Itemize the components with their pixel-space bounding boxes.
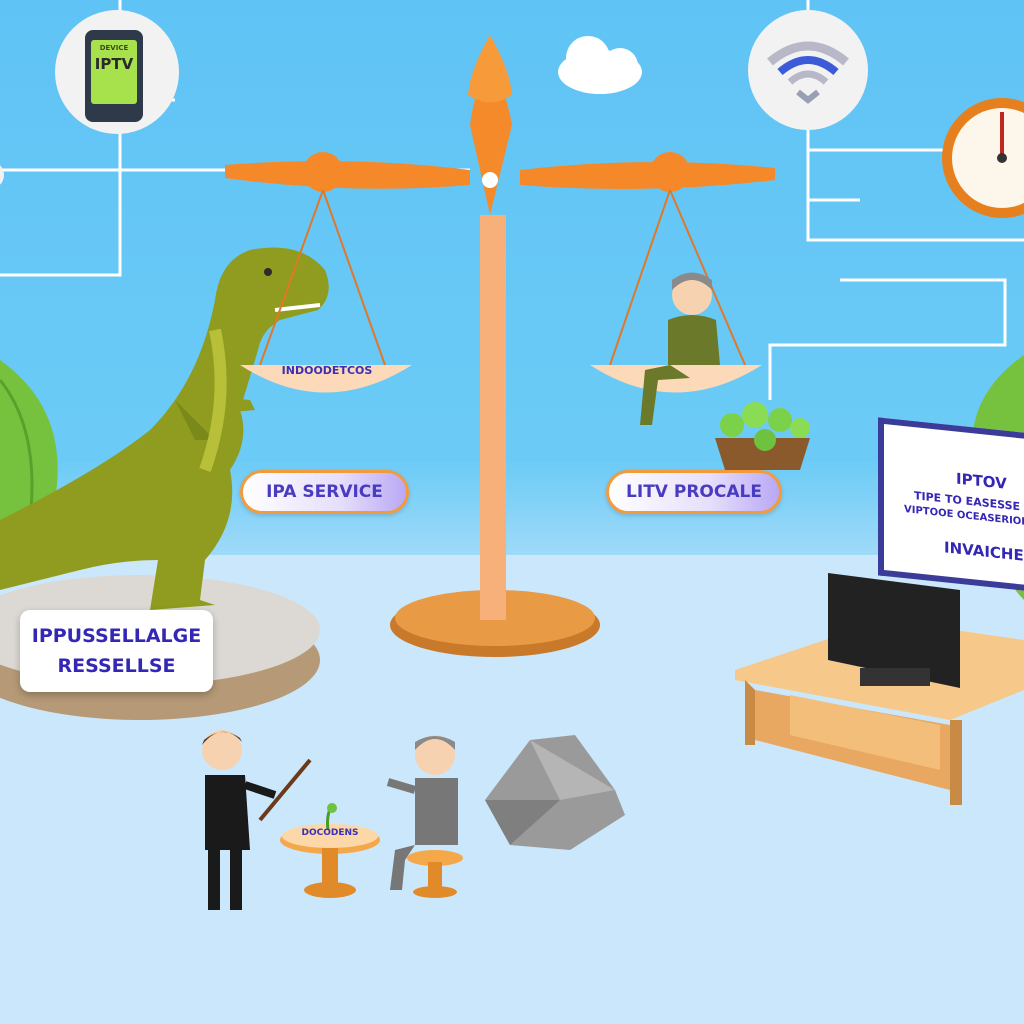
clock-icon xyxy=(942,98,1024,218)
table-label: DOCODENS xyxy=(301,828,359,838)
presenter-man xyxy=(202,730,312,910)
seated-man-on-scale xyxy=(640,272,720,425)
small-table xyxy=(280,803,380,898)
litv-procale-button[interactable]: LITV PROCALE xyxy=(606,470,782,514)
edge-circle xyxy=(0,165,4,185)
plant-basket xyxy=(715,402,810,470)
seated-man xyxy=(386,735,463,898)
podium-line1: IPPUSSELLALGE xyxy=(31,624,202,647)
wifi-icon xyxy=(748,10,868,130)
podium-line2: RESSELLSE xyxy=(57,655,176,677)
podium-card: IPPUSSELLALGE RESSELLSE xyxy=(20,610,213,692)
dinosaur xyxy=(0,247,329,610)
scale xyxy=(225,35,775,657)
cloud-icon xyxy=(558,36,642,94)
television xyxy=(828,573,960,688)
phone-icon xyxy=(55,10,179,134)
phone-small-text: DEVICE xyxy=(99,44,129,52)
phone-iptv-text: IPTV xyxy=(94,55,134,73)
left-pan-label: INDOODETCOS xyxy=(281,364,373,377)
boulder xyxy=(485,735,625,850)
phone-screen-label: DEVICE IPTV xyxy=(91,40,137,72)
ipa-service-button[interactable]: IPA SERVICE xyxy=(240,470,409,514)
tv-line1: IPTOV xyxy=(956,469,1007,493)
tv-screen-panel: IPTOV TIPE TO EASESSE VIPTOOE OCEASERIOD… xyxy=(878,417,1024,591)
tv-line4: INVAICHEL xyxy=(944,538,1024,566)
